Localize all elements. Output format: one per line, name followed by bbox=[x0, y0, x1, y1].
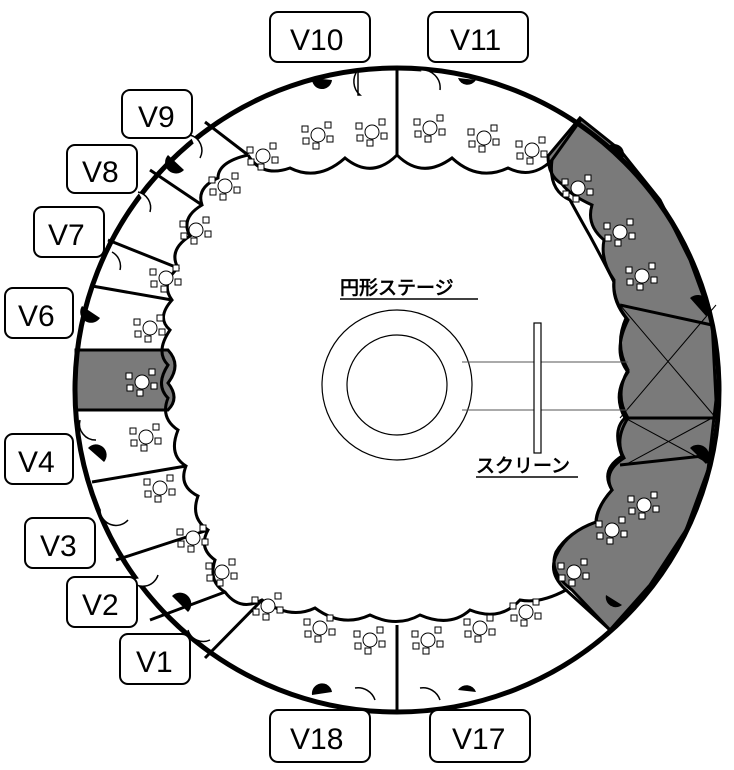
room-v17-label[interactable]: V17 bbox=[429, 709, 531, 763]
room-label-text: V11 bbox=[450, 24, 501, 57]
room-v3-label[interactable]: V3 bbox=[24, 517, 96, 569]
table-with-chairs bbox=[557, 558, 590, 587]
table-with-chairs bbox=[205, 558, 238, 587]
room-v8-label[interactable]: V8 bbox=[66, 144, 138, 194]
table-with-chairs bbox=[301, 121, 334, 150]
door-arcs bbox=[78, 67, 441, 701]
room-label-text: V17 bbox=[452, 723, 505, 756]
room-v5-occupied[interactable] bbox=[74, 348, 177, 412]
room-label-text: V2 bbox=[82, 589, 119, 622]
table-with-chairs bbox=[303, 614, 336, 643]
circular-stage[interactable] bbox=[321, 309, 628, 461]
table-with-chairs bbox=[413, 114, 446, 143]
room-east-occupied[interactable] bbox=[546, 115, 718, 633]
table-with-chairs bbox=[509, 598, 542, 627]
table-with-chairs bbox=[515, 136, 548, 165]
table-with-chairs bbox=[561, 174, 594, 203]
table-with-chairs bbox=[208, 172, 241, 201]
table-with-chairs bbox=[149, 264, 182, 293]
room-v18-label[interactable]: V18 bbox=[269, 709, 371, 763]
room-v7-label[interactable]: V7 bbox=[33, 206, 105, 258]
table-with-chairs bbox=[179, 216, 212, 245]
stage-label: 円形ステージ bbox=[340, 277, 454, 299]
room-v1-label[interactable]: V1 bbox=[119, 633, 191, 685]
room-label-text: V3 bbox=[40, 530, 77, 563]
screen-label: スクリーン bbox=[476, 455, 570, 477]
room-label-text: V18 bbox=[290, 723, 343, 756]
wall-fixtures bbox=[80, 78, 711, 695]
table-with-chairs bbox=[463, 614, 496, 643]
screen-bar bbox=[533, 322, 542, 454]
table-with-chairs bbox=[251, 592, 284, 621]
room-label-text: V4 bbox=[18, 446, 55, 479]
east-room-cross-lines bbox=[619, 304, 717, 466]
table-with-chairs bbox=[355, 118, 388, 147]
table-with-chairs bbox=[246, 142, 279, 171]
room-v11-label[interactable]: V11 bbox=[427, 11, 529, 63]
table-with-chairs bbox=[176, 524, 209, 553]
room-label-text: V7 bbox=[48, 219, 85, 252]
room-label-text: V1 bbox=[136, 646, 173, 679]
table-with-chairs bbox=[143, 474, 176, 503]
room-v10-label[interactable]: V10 bbox=[269, 11, 371, 63]
inner-wall bbox=[160, 152, 630, 623]
table-with-chairs bbox=[627, 491, 660, 520]
room-v9-label[interactable]: V9 bbox=[121, 89, 193, 139]
room-v6-label[interactable]: V6 bbox=[4, 287, 74, 339]
tables-layer bbox=[125, 114, 660, 655]
room-label-text: V8 bbox=[82, 156, 119, 189]
room-v2-label[interactable]: V2 bbox=[66, 576, 138, 628]
table-with-chairs bbox=[133, 314, 166, 343]
table-with-chairs bbox=[125, 368, 158, 397]
table-with-chairs bbox=[129, 423, 162, 452]
table-with-chairs bbox=[411, 626, 444, 655]
room-v4-label[interactable]: V4 bbox=[4, 433, 74, 485]
room-label-text: V10 bbox=[290, 24, 343, 57]
table-with-chairs bbox=[595, 516, 628, 545]
table-with-chairs bbox=[625, 262, 658, 291]
table-with-chairs bbox=[467, 124, 500, 153]
table-with-chairs bbox=[603, 218, 636, 247]
room-label-text: V9 bbox=[138, 101, 175, 134]
room-label-text: V6 bbox=[18, 300, 55, 333]
table-with-chairs bbox=[353, 626, 386, 655]
